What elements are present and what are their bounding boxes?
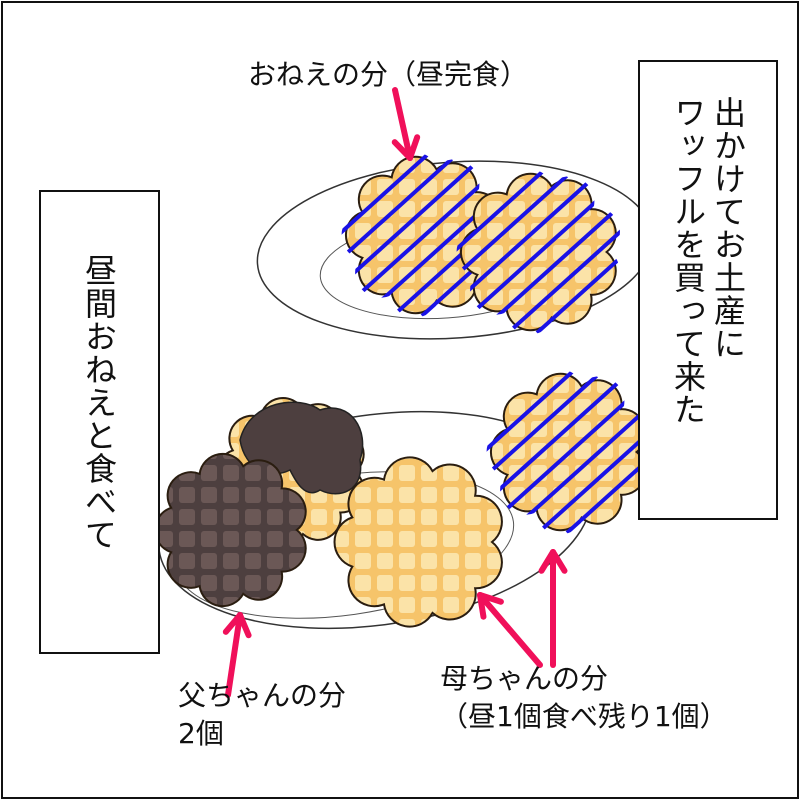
onee-waffle-2: [456, 169, 620, 335]
strike-line: [456, 174, 568, 311]
strike-line: [341, 157, 453, 294]
strike-line: [486, 369, 575, 506]
strike-line: [542, 393, 650, 530]
mother-waffle-eaten: [486, 369, 650, 535]
mother-share-line-2: （昼1個食べ残り1個）: [440, 700, 728, 733]
right-caption-line-2: ワッフルを買って来た: [669, 96, 707, 426]
right-caption-line-1: 出かけてお土産に: [709, 96, 747, 360]
mother-share-line-1: 母ちゃんの分: [440, 662, 609, 695]
strike-line: [512, 193, 620, 330]
arrow-mother-eaten: [538, 549, 568, 668]
strike-line: [486, 374, 598, 511]
strike-line: [535, 198, 620, 335]
mother-waffle-plain: [333, 456, 503, 628]
left-caption: 昼間おねえと食べて: [80, 254, 118, 551]
right-caption-box: 出かけてお土産に ワッフルを買って来た: [638, 60, 778, 520]
father-share-line-2: 2個: [178, 717, 224, 750]
strike-line: [464, 183, 616, 321]
onee-share-caption: おねえの分（昼完食）: [248, 58, 529, 91]
left-caption-box: 昼間おねえと食べて: [39, 190, 160, 654]
strike-line: [349, 166, 501, 304]
arrow-onee: [391, 87, 421, 161]
onee-waffle-1: [341, 152, 505, 318]
father-share-caption: 父ちゃんの分 2個: [178, 677, 346, 753]
strike-line: [494, 383, 646, 521]
father-share-line-1: 父ちゃんの分: [178, 679, 347, 712]
arrow-father: [222, 612, 252, 698]
strike-line: [456, 169, 545, 306]
arrow-mother-plain: [477, 592, 543, 668]
mother-share-caption: 母ちゃんの分 （昼1個食べ残り1個）: [440, 660, 728, 736]
strike-line: [341, 152, 430, 289]
